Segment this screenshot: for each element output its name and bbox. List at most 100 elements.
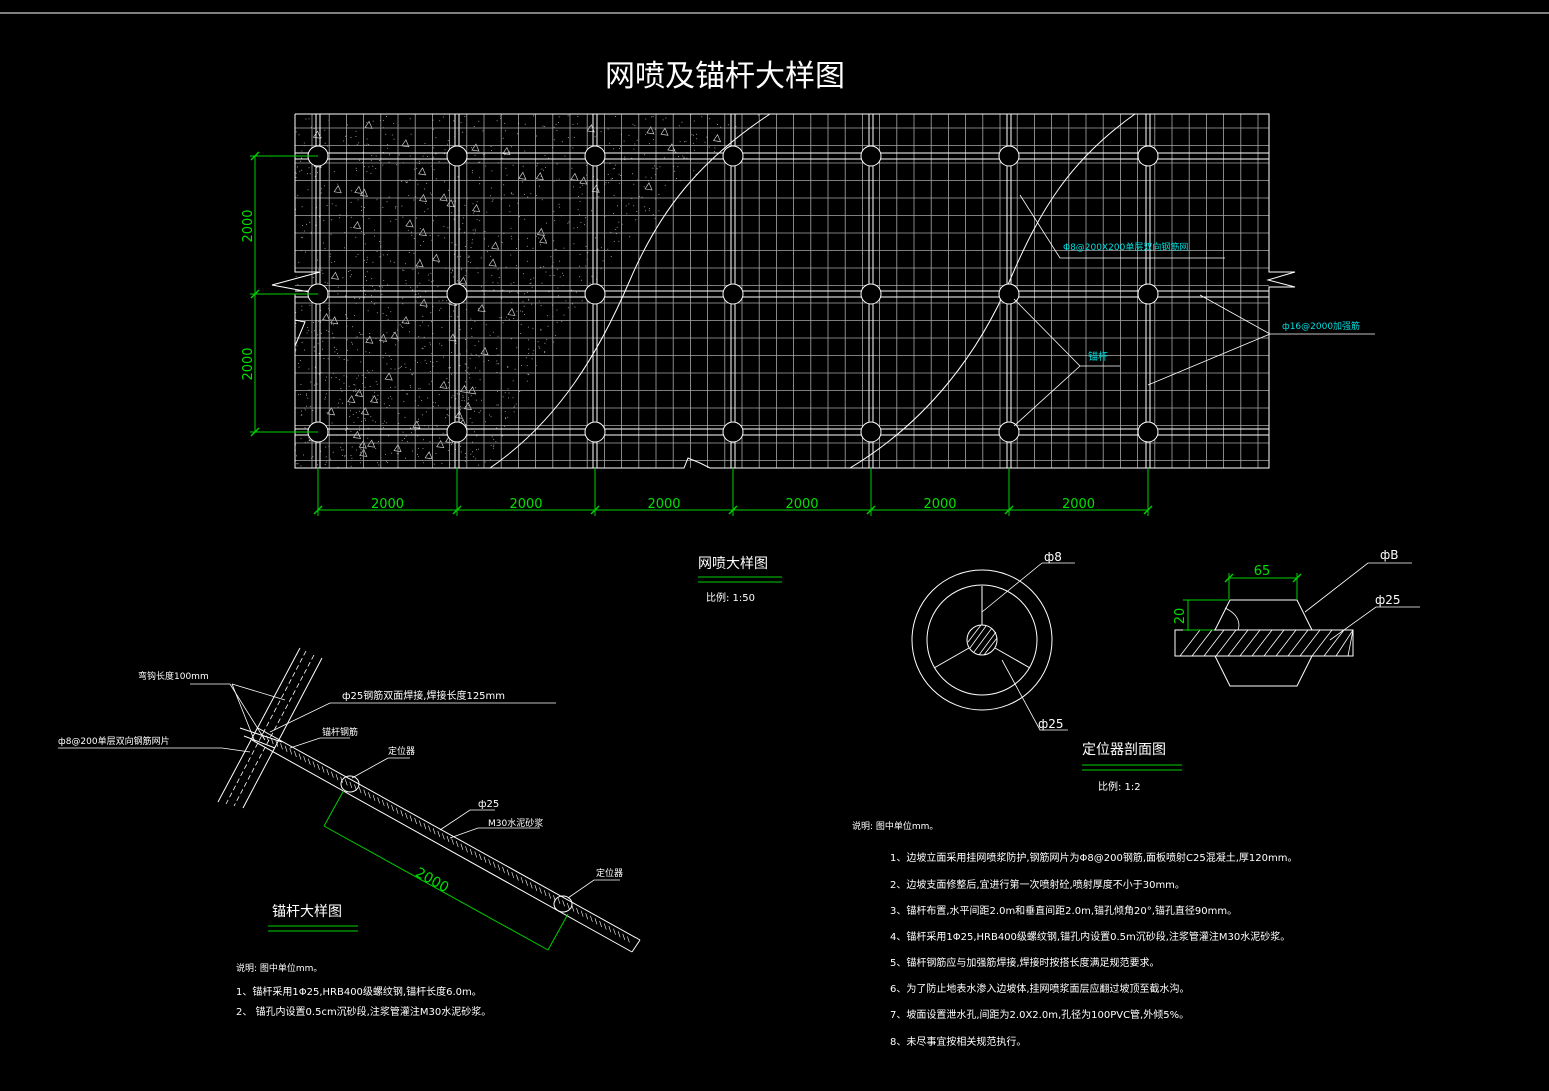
stipple-dot: [471, 242, 473, 244]
stipple-dot: [709, 118, 711, 120]
stipple-dot: [365, 276, 367, 277]
hatch-line: [1203, 629, 1225, 657]
stipple-dot: [426, 307, 428, 308]
stipple-dot: [417, 272, 419, 274]
stipple-dot: [358, 426, 360, 428]
stipple-dot: [430, 344, 431, 346]
stipple-dot: [448, 387, 450, 389]
stipple-dot: [320, 332, 322, 334]
stipple-dot: [452, 395, 454, 397]
stipple-dot: [344, 456, 346, 458]
aggregate-mark: [507, 307, 516, 316]
hatch-line: [1347, 629, 1354, 657]
stipple-dot: [489, 414, 490, 416]
stipple-dot: [456, 393, 458, 395]
stipple-dot: [402, 327, 404, 328]
stipple-dot: [307, 189, 309, 191]
stipple-dot: [355, 130, 357, 132]
stipple-dot: [503, 184, 505, 186]
stipple-dot: [541, 282, 543, 284]
aggregate-mark: [539, 235, 548, 244]
stipple-dot: [379, 160, 381, 161]
stipple-dot: [585, 217, 587, 219]
anchor-note-1: 1、锚杆采用1Φ25,HRB400级螺纹钢,锚杆长度6.0m。: [236, 985, 482, 998]
stipple-dot: [579, 276, 581, 278]
stipple-dot: [388, 154, 390, 156]
stipple-dot: [332, 451, 334, 453]
dim-h-label: 2000: [509, 497, 542, 512]
stipple-dot: [356, 377, 358, 379]
stipple-dot: [513, 411, 515, 413]
stipple-dot: [415, 294, 417, 295]
stipple-dot: [424, 211, 425, 213]
stipple-dot: [530, 279, 532, 280]
stipple-dot: [431, 321, 432, 323]
hatch-line: [1251, 629, 1273, 657]
aggregate-mark: [354, 388, 364, 398]
stipple-dot: [540, 266, 542, 268]
stipple-dot: [620, 145, 621, 147]
stipple-dot: [735, 126, 737, 128]
rod-mark: [307, 758, 311, 765]
stipple-dot: [470, 318, 472, 320]
stipple-dot: [701, 116, 703, 118]
stipple-dot: [610, 256, 612, 257]
aggregate-mark: [439, 380, 448, 389]
stipple-dot: [633, 205, 635, 207]
stipple-dot: [355, 236, 357, 238]
stipple-dot: [573, 243, 575, 245]
stipple-dot: [432, 406, 434, 407]
stipple-dot: [333, 324, 335, 326]
stipple-dot: [433, 169, 435, 171]
stipple-dot: [366, 280, 368, 282]
rod-mark: [451, 838, 454, 845]
stipple-dot: [633, 148, 635, 150]
stipple-dot: [350, 201, 352, 203]
stipple-dot: [364, 166, 365, 168]
stipple-dot: [396, 164, 397, 166]
stipple-dot: [405, 181, 407, 183]
stipple-dot: [526, 365, 528, 367]
mesh-caption: 网喷大样图: [698, 556, 768, 572]
stipple-dot: [376, 312, 378, 314]
stipple-dot: [317, 320, 319, 322]
stipple-dot: [295, 322, 297, 324]
stipple-dot: [567, 307, 569, 309]
stipple-dot: [325, 376, 327, 378]
stipple-dot: [691, 134, 693, 136]
stipple-dot: [310, 381, 312, 383]
stipple-dot: [538, 346, 540, 348]
stipple-dot: [360, 361, 362, 363]
stipple-dot: [517, 133, 518, 135]
stipple-dot: [503, 194, 505, 196]
stipple-dot: [634, 143, 636, 145]
stipple-dot: [331, 203, 333, 205]
stipple-dot: [324, 248, 326, 250]
stipple-dot: [464, 246, 466, 247]
stipple-dot: [419, 325, 421, 327]
stipple-dot: [301, 414, 303, 416]
stipple-dot: [519, 391, 521, 392]
stipple-dot: [693, 170, 695, 172]
stipple-dot: [464, 453, 466, 454]
stipple-dot: [363, 259, 365, 261]
stipple-dot: [413, 252, 415, 254]
stipple-dot: [524, 293, 526, 295]
stipple-dot: [406, 441, 408, 443]
note-5: 5、锚杆钢筋应与加强筋焊接,焊接时按搭长度满足规范要求。: [890, 956, 1160, 969]
stipple-dot: [349, 270, 351, 271]
stipple-dot: [579, 200, 581, 202]
stipple-dot: [404, 363, 406, 365]
stipple-dot: [515, 403, 517, 405]
stipple-dot: [463, 400, 465, 402]
stipple-dot: [297, 284, 299, 286]
stipple-dot: [674, 170, 676, 172]
stipple-dot: [325, 379, 327, 381]
stipple-dot: [374, 229, 376, 231]
stipple-dot: [476, 219, 478, 221]
stipple-dot: [390, 311, 392, 313]
stipple-dot: [450, 272, 452, 274]
stipple-dot: [524, 218, 526, 220]
stipple-dot: [531, 303, 533, 305]
stipple-dot: [553, 240, 555, 242]
